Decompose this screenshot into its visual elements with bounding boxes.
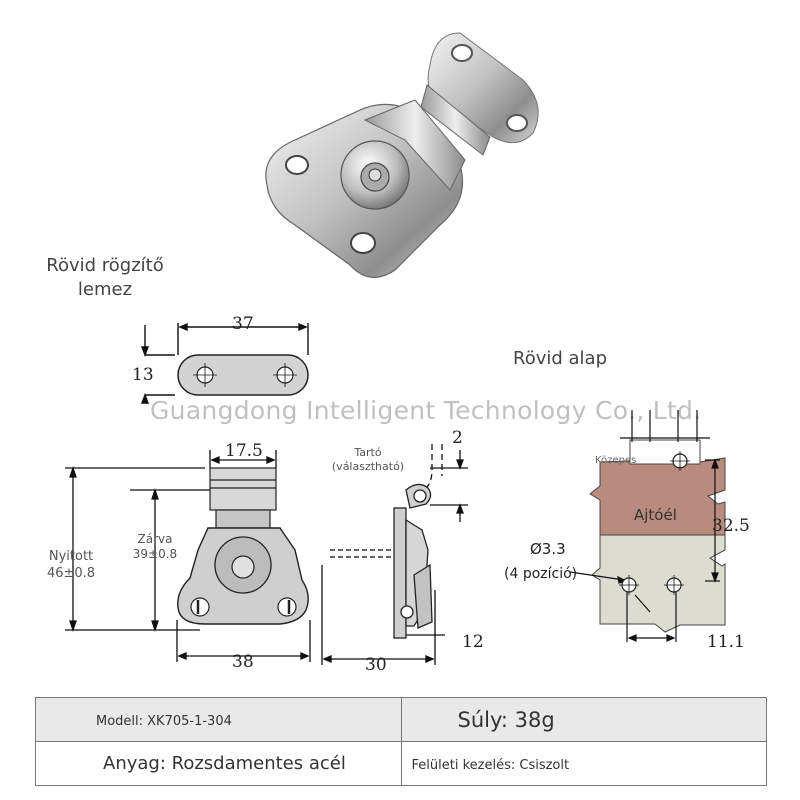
strike-plate-outline	[177, 354, 309, 396]
material-text: Anyag: Rozsdamentes acél	[103, 753, 346, 774]
spec-row-2: Anyag: Rozsdamentes acél Felületi kezelé…	[35, 741, 768, 786]
door-edge-label: Ajtóél	[634, 506, 677, 524]
dim-17-5: 17.5	[225, 441, 263, 461]
dim-30: 30	[365, 655, 387, 675]
dim-32-5: 32.5	[712, 516, 750, 536]
surface-cell: Felületi kezelés: Csiszolt	[400, 741, 768, 786]
latch-side-drawing	[321, 444, 468, 665]
weight-text: Súly: 38g	[457, 707, 555, 732]
product-photo	[265, 32, 539, 278]
closed-label: Zárva 39±0.8	[122, 532, 188, 562]
open-label-text: Nyitott	[48, 549, 94, 564]
spec-row-1: Modell: XK705-1-304 Súly: 38g	[35, 697, 768, 742]
latch-front-drawing	[65, 450, 311, 662]
short-plate-title: Rövid rögzítő lemez	[30, 254, 180, 302]
model-text: Modell: XK705-1-304	[96, 714, 232, 729]
short-plate-title-line1: Rövid rögzítő	[46, 255, 164, 276]
strike-plate-photo	[420, 32, 539, 156]
model-cell: Modell: XK705-1-304	[35, 697, 402, 742]
latch-body-photo	[265, 99, 466, 278]
dim-2: 2	[452, 428, 463, 448]
spec-table: Modell: XK705-1-304 Súly: 38g Anyag: Roz…	[35, 697, 768, 786]
strike-plate-drawing	[140, 322, 309, 404]
gap-label: Közepes	[595, 455, 637, 466]
closed-label-text: Zárva	[137, 532, 173, 546]
hole-diameter: Ø3.3	[530, 540, 566, 558]
carrier-label-line1: Tartó	[354, 446, 382, 459]
carrier-label-line2: (választható)	[331, 460, 405, 473]
surface-text: Felületi kezelés: Csiszolt	[411, 758, 570, 773]
dim-13: 13	[132, 365, 154, 385]
hole-positions: (4 pozíció)	[504, 566, 578, 582]
closed-value: 39±0.8	[132, 547, 178, 561]
dim-11-1: 11.1	[707, 632, 745, 652]
dim-37: 37	[232, 314, 254, 334]
dim-38: 38	[232, 652, 254, 672]
short-plate-title-line2: lemez	[77, 279, 133, 300]
short-base-title: Rövid alap	[513, 348, 607, 369]
carrier-label: Tartó (választható)	[318, 446, 418, 474]
short-base-drawing	[569, 410, 726, 642]
watermark: Guangdong Intelligent Technology Co., Lt…	[150, 396, 702, 425]
open-value: 46±0.8	[46, 566, 96, 581]
weight-cell: Súly: 38g	[400, 697, 768, 742]
dim-12: 12	[462, 632, 484, 652]
material-cell: Anyag: Rozsdamentes acél	[35, 741, 402, 786]
open-label: Nyitott 46±0.8	[38, 548, 104, 582]
